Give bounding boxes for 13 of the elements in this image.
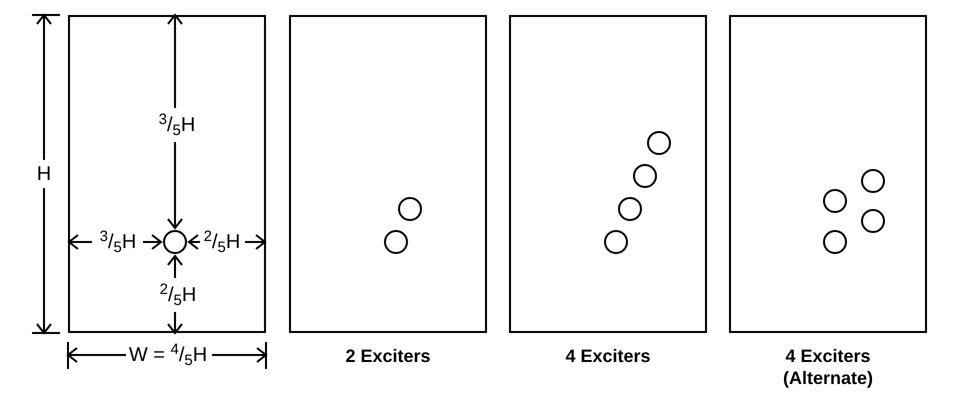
panel-caption: 4 Exciters bbox=[564, 345, 652, 367]
panel-caption: 2 Exciters bbox=[344, 345, 432, 367]
panel-caption: 4 Exciters (Alternate) bbox=[782, 345, 874, 389]
dimension-label: $^{2}$/$_{5}$H bbox=[204, 230, 240, 254]
dimension-label: $^{3}$/$_{5}$H bbox=[158, 113, 196, 137]
dimension-label: $^{3}$/$_{5}$H bbox=[100, 230, 136, 254]
panel-rectangle bbox=[68, 15, 266, 333]
panel-rectangle bbox=[289, 15, 487, 333]
dimension-label: $^{2}$/$_{5}$H bbox=[160, 283, 196, 307]
dimension-label: H bbox=[36, 162, 52, 186]
panel-rectangle bbox=[729, 15, 927, 333]
panel-rectangle bbox=[509, 15, 707, 333]
dimension-label: W = $^{4}$/$_{5}$H bbox=[128, 343, 208, 367]
